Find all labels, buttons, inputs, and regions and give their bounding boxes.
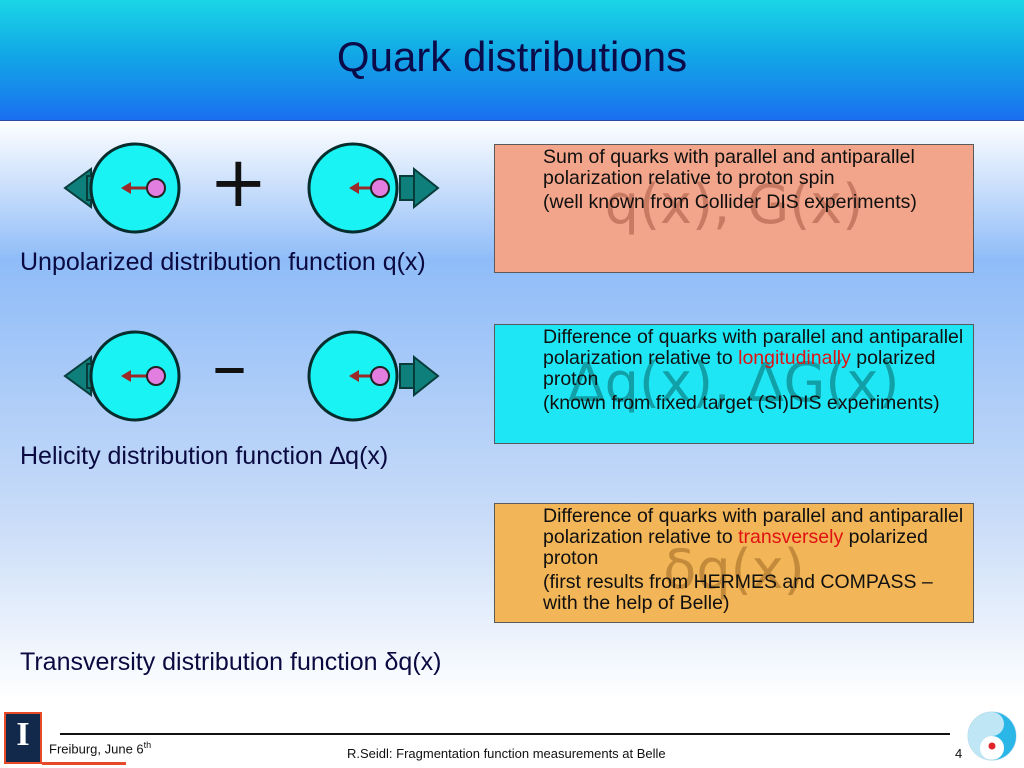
unpolarized-line-1: Sum of quarks with parallel and antipara… xyxy=(543,146,915,189)
slide-title: Quark distributions xyxy=(336,33,688,80)
nucleon-left-icon xyxy=(63,330,181,422)
nucleon-right-icon xyxy=(307,142,440,234)
university-logo-letter: I xyxy=(16,716,30,753)
longitudinally-highlight: longitudinally xyxy=(738,347,851,369)
transversity-line-1-text: Difference of quarks with parallel and a… xyxy=(543,505,964,548)
unpolarized-overlay-symbol: q(x), G(x) xyxy=(604,173,864,236)
footer-center-text: R.Seidl: Fragmentation function measurem… xyxy=(347,746,666,761)
plus-operator: + xyxy=(209,141,268,223)
footer-accent-bar xyxy=(42,762,126,765)
helicity-line-1-text: Difference of quarks with parallel and a… xyxy=(543,326,964,369)
unpolarized-diagram xyxy=(63,142,440,234)
unpolarized-label: Unpolarized distribution function q(x) xyxy=(20,248,426,276)
nucleon-right-icon xyxy=(307,330,440,422)
helicity-line-2: (known from fixed target (SI)DIS experim… xyxy=(543,392,940,414)
helicity-line-1-end: polarized proton xyxy=(543,347,936,390)
page-number: 4 xyxy=(955,746,963,761)
title-bar xyxy=(0,0,1024,121)
university-logo-icon: I xyxy=(4,712,42,764)
transversity-line-1: Difference of quarks with parallel and a… xyxy=(543,506,967,569)
transversity-description: Difference of quarks with parallel and a… xyxy=(543,506,967,617)
belle-logo-icon xyxy=(967,711,1017,761)
footer-location-sup: th xyxy=(143,740,152,750)
helicity-info-box: ∆q(x), ∆G(x) Difference of quarks with p… xyxy=(494,324,974,444)
transversity-label: Transversity distribution function δq(x) xyxy=(20,648,442,676)
transversity-overlay-symbol: δq(x) xyxy=(663,538,805,601)
minus-operator: – xyxy=(212,325,247,407)
unpolarized-description: Sum of quarks with parallel and antipara… xyxy=(543,147,967,216)
transversely-highlight: transversely xyxy=(738,526,844,548)
nucleon-left-icon xyxy=(63,142,181,234)
unpolarized-line-2: (well known from Collider DIS experiment… xyxy=(543,191,917,213)
transversity-info-box: δq(x) Difference of quarks with parallel… xyxy=(494,503,974,623)
transversity-line-2: (first results from HERMES and COMPASS –… xyxy=(543,571,933,614)
footer-location-text: Freiburg, June 6 xyxy=(49,741,144,757)
transversity-line-1-end: polarized proton xyxy=(543,526,928,569)
helicity-description: Difference of quarks with parallel and a… xyxy=(543,327,967,417)
helicity-overlay-symbol: ∆q(x), ∆G(x) xyxy=(568,351,900,414)
unpolarized-info-box: q(x), G(x) Sum of quarks with parallel a… xyxy=(494,144,974,273)
helicity-label: Helicity distribution function ∆q(x) xyxy=(20,442,389,470)
helicity-diagram xyxy=(63,330,440,422)
helicity-line-1: Difference of quarks with parallel and a… xyxy=(543,327,967,390)
footer-location: Freiburg, June 6th xyxy=(49,740,151,756)
footer-divider xyxy=(60,733,950,735)
